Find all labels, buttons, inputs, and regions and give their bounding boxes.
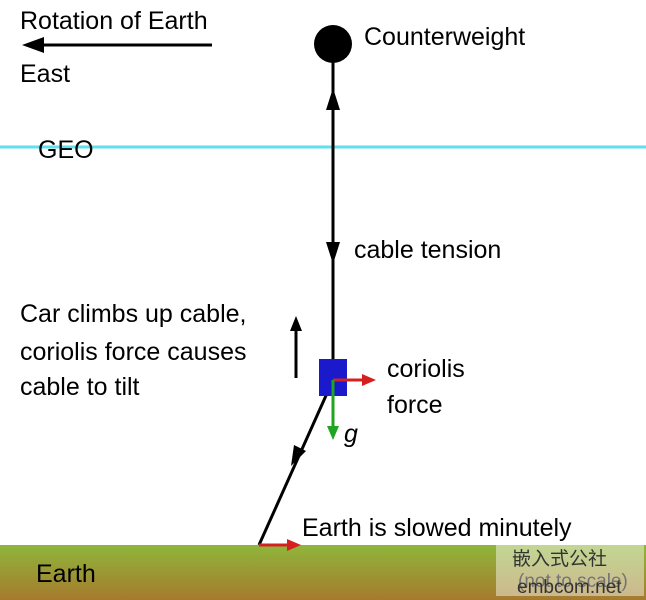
tilted-cable-arrow xyxy=(291,445,306,466)
earth-slowed-label: Earth is slowed minutely xyxy=(302,514,572,542)
gravity-arrow xyxy=(327,380,339,440)
gravity-label: g xyxy=(344,420,358,448)
east-label: East xyxy=(20,60,70,88)
not-to-scale-label: (not to scale) xyxy=(518,571,628,592)
tension-arrow-up xyxy=(326,88,340,110)
car-note-line1: Car climbs up cable, xyxy=(20,300,246,328)
earth-label: Earth xyxy=(36,560,96,588)
tension-arrow-down xyxy=(326,242,340,264)
earth-drag-arrow xyxy=(259,539,301,551)
rotation-label: Rotation of Earth xyxy=(20,7,208,35)
watermark-line2: embcom.net xyxy=(517,577,622,598)
climb-direction-arrow xyxy=(290,316,302,378)
car-note-line3: cable to tilt xyxy=(20,373,140,401)
counterweight-label: Counterweight xyxy=(364,23,525,51)
coriolis-force-arrow xyxy=(333,374,376,386)
coriolis-label-line2: force xyxy=(387,391,443,419)
geo-label: GEO xyxy=(38,136,94,164)
tilted-cable xyxy=(257,379,335,546)
cable-tension-label: cable tension xyxy=(354,236,501,264)
rotation-arrow xyxy=(22,37,212,53)
watermark-backdrop xyxy=(496,542,644,596)
earth-ground xyxy=(0,545,646,600)
counterweight-mass xyxy=(314,25,352,63)
car-note-line2: coriolis force causes xyxy=(20,338,246,366)
coriolis-label-line1: coriolis xyxy=(387,355,465,383)
watermark-line1: 嵌入式公社 xyxy=(512,548,607,570)
